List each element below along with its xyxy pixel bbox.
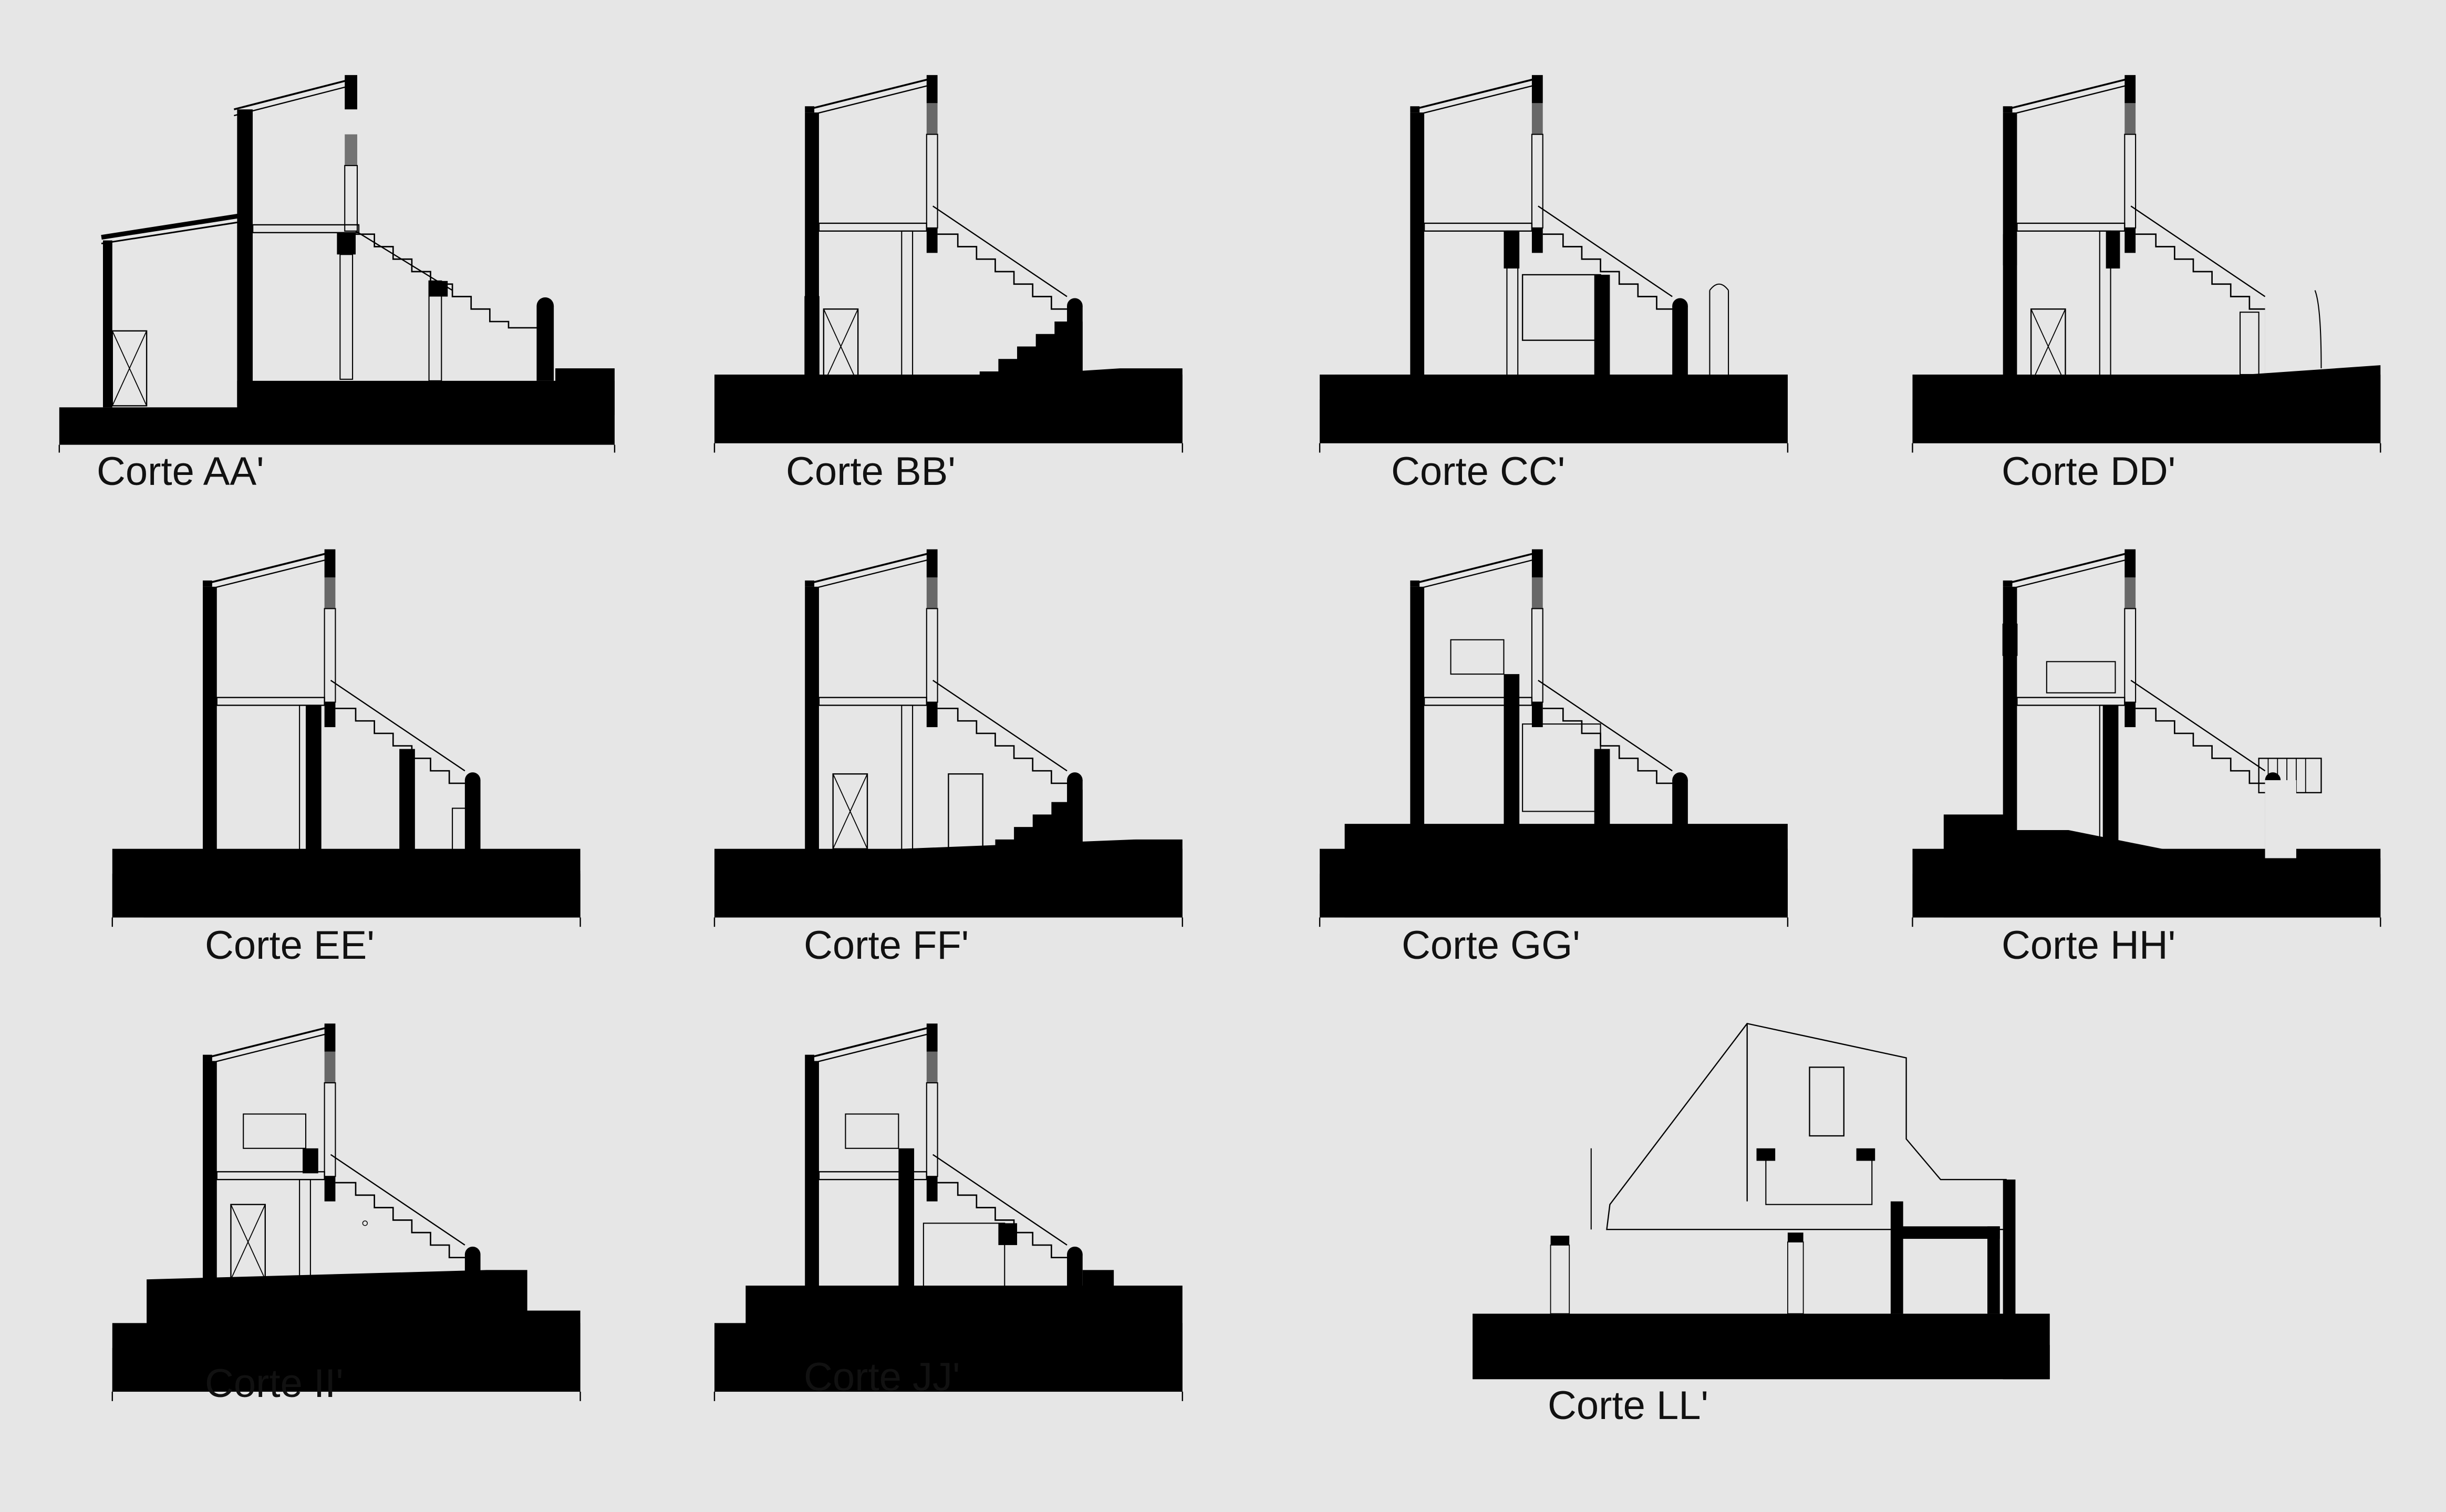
section-label-ll: Corte LL' [1548,1383,1709,1428]
section-dd-drawing [1911,74,2382,454]
section-label-ff: Corte FF' [804,923,969,968]
section-label-ii: Corte II' [205,1361,344,1406]
section-label-cc: Corte CC' [1391,449,1566,494]
section-label-gg: Corte GG' [1402,923,1580,968]
section-label-aa: Corte AA' [97,449,264,494]
section-label-ee: Corte EE' [205,923,375,968]
section-label-bb: Corte BB' [786,449,956,494]
section-ii-drawing [111,1022,582,1402]
section-hh-drawing [1911,548,2382,928]
section-bb-drawing [713,74,1184,454]
section-label-jj: Corte JJ' [804,1355,960,1400]
section-gg-drawing [1319,548,1789,928]
section-ll-drawing [1473,1022,2050,1380]
section-label-dd: Corte DD' [2002,449,2176,494]
section-cc-drawing [1319,74,1789,454]
section-aa-drawing [58,75,616,453]
section-ee-drawing [111,548,582,928]
section-label-hh: Corte HH' [2002,923,2176,968]
section-jj-drawing [713,1022,1184,1402]
section-ff-drawing [713,548,1184,928]
